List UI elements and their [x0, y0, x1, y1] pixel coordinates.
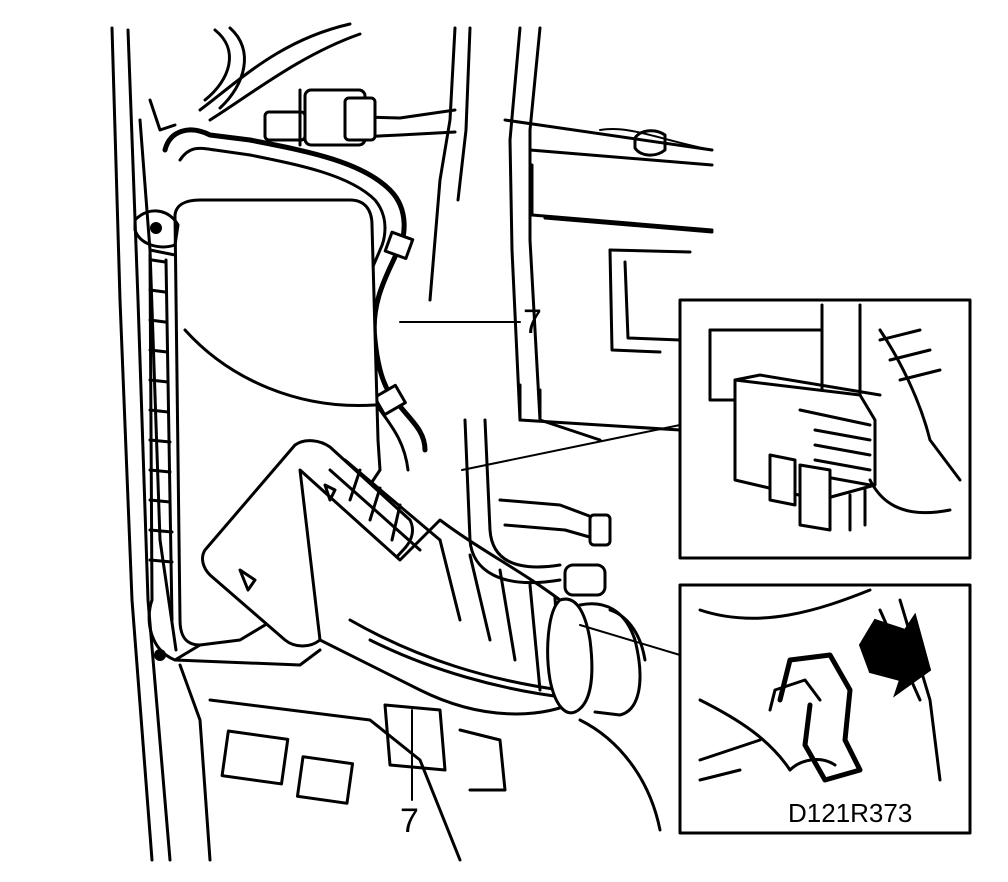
inset-clip: [678, 583, 972, 835]
pipes-right: [463, 418, 612, 597]
left-fender: [110, 26, 178, 862]
callout-7-upper: 7: [523, 303, 542, 341]
inset-connector: [678, 298, 972, 560]
callout-leaders: [399, 321, 681, 801]
figure-code: D121R373: [788, 798, 912, 828]
lower-components: [178, 663, 662, 862]
breather-hose: [148, 98, 428, 472]
bulkhead-structure: [428, 26, 714, 442]
top-hoses: [198, 22, 457, 147]
intake-duct: [201, 439, 647, 717]
callout-7-lower: 7: [400, 802, 419, 840]
